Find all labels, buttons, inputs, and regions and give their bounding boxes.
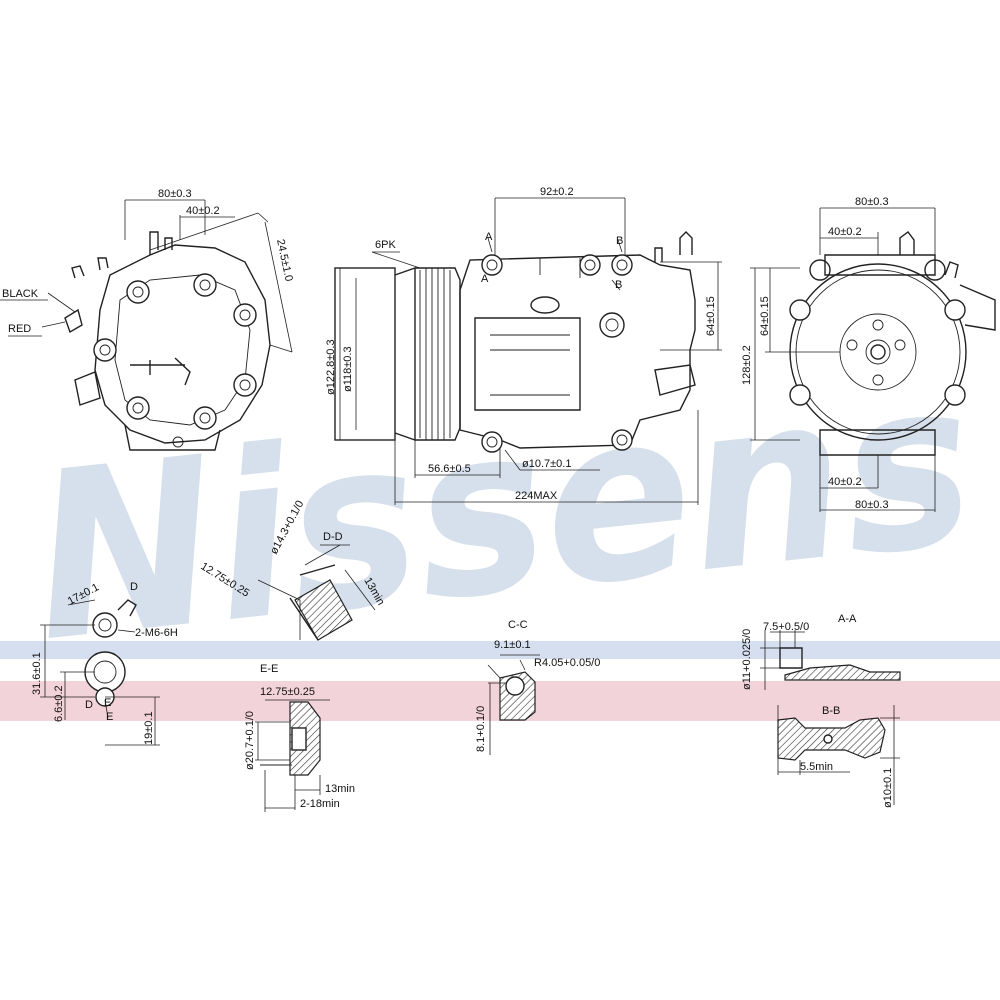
dim-right-40-bot: 40±0.2 — [828, 476, 862, 488]
marker-e2: E — [106, 711, 113, 723]
marker-d1: D — [130, 581, 138, 593]
section-a-a: A-A — [838, 613, 857, 625]
dim-mid-56-6: 56.6±0.5 — [428, 463, 471, 475]
dim-bl-19: 19±0.1 — [143, 711, 155, 745]
dim-c-9-1: 9.1±0.1 — [494, 639, 531, 651]
dim-left-40: 40±0.2 — [186, 205, 220, 217]
dim-left-24-5: 24.5±1.0 — [274, 238, 295, 282]
side-view — [334, 197, 722, 505]
detail-b-b — [777, 705, 900, 805]
dim-b-10: ø10±0.1 — [882, 768, 894, 808]
dim-c-8-1: 8.1+0.1/0 — [475, 706, 487, 752]
marker-b2: B — [615, 279, 622, 291]
marker-d2: D — [85, 699, 93, 711]
dim-bl-31-6: 31.6±0.1 — [31, 652, 43, 695]
dim-mid-224: 224MAX — [515, 490, 558, 502]
section-d-d: D-D — [323, 531, 343, 543]
dim-right-128: 128±0.2 — [741, 345, 753, 385]
label-belt: 6PK — [375, 239, 396, 251]
marker-b1: B — [616, 235, 623, 247]
detail-a-a — [760, 630, 901, 690]
dim-c-r4-05: R4.05+0.05/0 — [534, 657, 600, 669]
rear-view — [0, 199, 293, 451]
dim-mid-92: 92±0.2 — [540, 186, 574, 198]
label-red: RED — [8, 323, 31, 335]
dim-b-5-5: 5.5min — [800, 761, 833, 773]
dim-e-18: 2-18min — [300, 798, 340, 810]
dim-mid-122-8: ø122.8±0.3 — [325, 339, 337, 395]
label-black: BLACK — [2, 288, 39, 300]
dim-e-20-7: ø20.7+0.1/0 — [244, 711, 256, 770]
front-view — [750, 207, 996, 512]
dim-right-40-top: 40±0.2 — [828, 226, 862, 238]
section-e-e: E-E — [260, 663, 278, 675]
dim-e-13: 13min — [325, 783, 355, 795]
dim-right-80-bot: 80±0.3 — [855, 499, 889, 511]
detail-port — [40, 599, 160, 746]
marker-e1: E — [104, 697, 111, 709]
dim-right-80-top: 80±0.3 — [855, 196, 889, 208]
detail-e-e — [255, 699, 330, 812]
dim-a-7-5: 7.5+0.5/0 — [763, 621, 809, 633]
detail-d-d — [257, 544, 376, 641]
marker-a1: A — [485, 231, 493, 243]
detail-c-c — [487, 654, 540, 755]
section-b-b: B-B — [822, 705, 840, 717]
dim-mid-10-7: ø10.7±0.1 — [522, 458, 571, 470]
dim-bl-6-6: 6.6±0.2 — [53, 685, 65, 722]
marker-a2: A — [481, 273, 489, 285]
dim-e-12-75: 12.75±0.25 — [260, 686, 315, 698]
dim-a-11: ø11+0.025/0 — [741, 629, 753, 690]
dim-right-64: 64±0.15 — [759, 296, 771, 336]
dim-left-80: 80±0.3 — [158, 188, 192, 200]
dim-mid-118: ø118±0.3 — [342, 346, 354, 392]
dim-mid-64: 64±0.15 — [705, 296, 717, 336]
section-c-c: C-C — [508, 619, 528, 631]
dim-bl-thread: 2-M6-6H — [135, 627, 178, 639]
blue-band — [0, 641, 1000, 659]
